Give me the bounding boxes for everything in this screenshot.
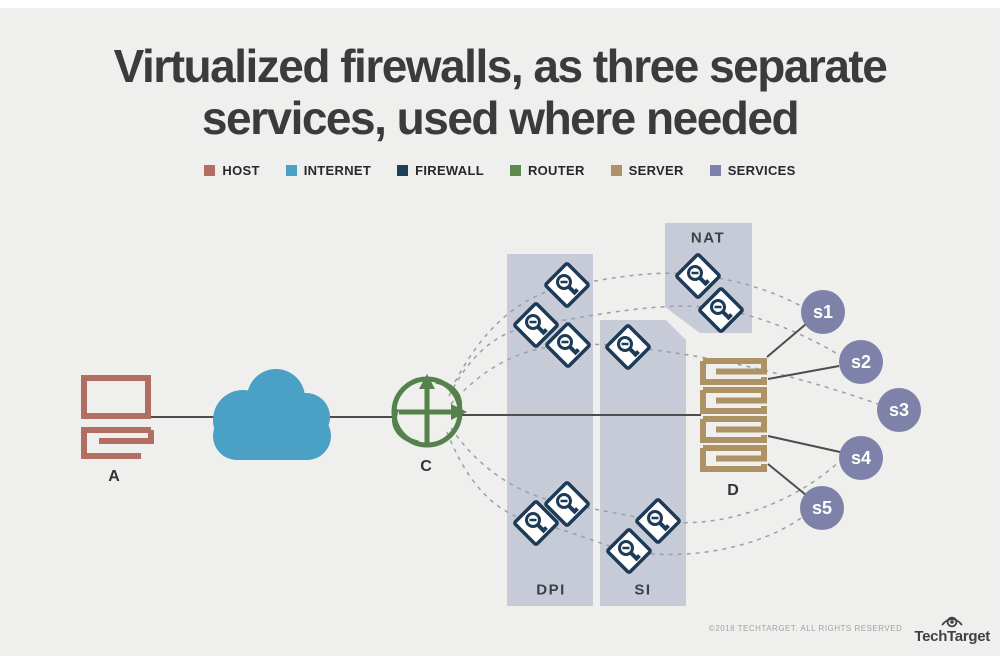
service-node-s2: s2 [839,340,883,384]
host-base-meander [81,427,154,459]
dpi-panel-label: DPI [536,581,566,599]
legend-label: SERVER [628,163,684,178]
legend-label: FIREWALL [415,163,484,178]
legend-item-firewall: FIREWALL [397,163,484,178]
server-label: D [727,482,739,499]
host-icon [81,375,154,459]
host-monitor [81,375,151,419]
link-server-s1 [766,323,807,358]
dashed-path-s1 [450,272,804,391]
legend-label: SERVICES [727,163,796,178]
link-server-s5 [767,463,807,496]
page-title: Virtualized firewalls, as three separate… [0,40,1000,144]
dpi-panel [507,254,593,606]
service-node-s3: s3 [877,388,921,432]
title-line-2: services, used where needed [201,92,800,144]
router-color-swatch [509,165,521,176]
dashed-path-s4 [450,427,841,524]
copyright-text: ©2018 TECHTARGET. ALL RIGHTS RESERVED [708,624,903,633]
eye-icon [941,616,963,628]
si-panel-label: SI [634,581,652,599]
title-line-1: Virtualized firewalls, as three separate [113,40,888,92]
brand-wordmark: TechTarget [914,628,990,645]
services-color-swatch [709,165,721,176]
service-node-s1: s1 [801,290,845,334]
nat-panel-label: NAT [690,229,726,247]
router-icon [391,374,467,448]
footer: ©2018 TECHTARGET. ALL RIGHTS RESERVED Te… [709,613,990,644]
router-label: C [420,458,432,475]
link-server-s2 [767,365,840,380]
legend-item-server: SERVER [610,163,684,178]
internet-color-swatch [285,165,297,176]
legend-item-host: HOST [204,163,259,178]
legend-item-services: SERVICES [709,163,796,178]
server-color-swatch [610,165,622,176]
dashed-path-s5 [446,431,802,556]
firewall-color-swatch [397,165,409,176]
legend-label: ROUTER [527,163,585,178]
legend-item-internet: INTERNET [285,163,372,178]
host-label: A [108,468,120,485]
legend-label: HOST [222,163,260,178]
host-color-swatch [204,165,216,176]
service-node-s5: s5 [800,486,844,530]
link-server-s4 [767,435,841,453]
internet-cloud-icon [213,369,331,460]
top-margin-strip [0,0,1000,8]
legend-item-router: ROUTER [509,163,585,178]
dashed-service-paths [446,272,879,556]
service-node-s4: s4 [839,436,883,480]
legend-label: INTERNET [303,163,372,178]
techtarget-logo: TechTarget [914,613,990,644]
legend: HOST INTERNET FIREWALL ROUTER SERVER SER… [0,163,1000,178]
si-panel [600,320,686,606]
server-icon [700,358,767,472]
